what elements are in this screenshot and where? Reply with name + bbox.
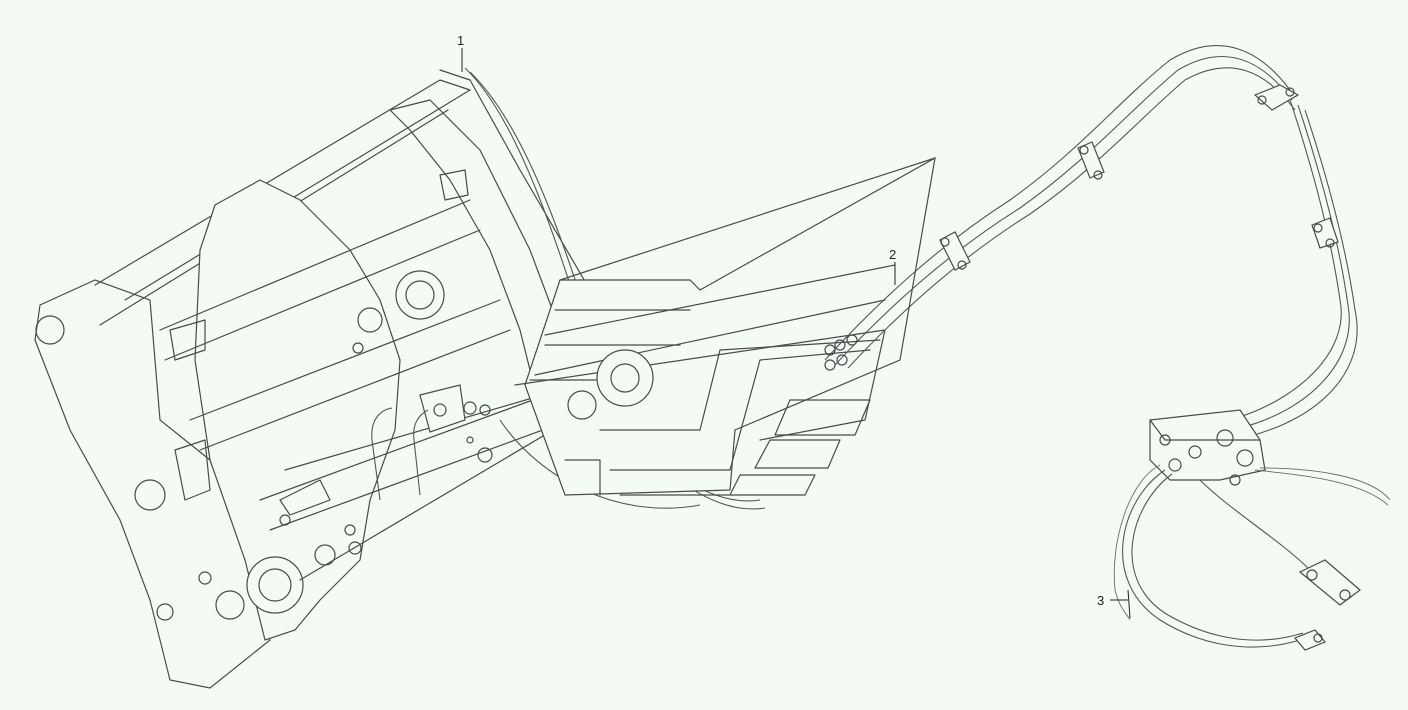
callout-2: 2 <box>889 247 896 285</box>
callout-3: 3 <box>1097 589 1131 619</box>
valve-block-assembly-3 <box>1113 99 1391 651</box>
quick-coupler-frame <box>34 67 766 689</box>
callout-label-2: 2 <box>889 247 896 262</box>
callout-label-1: 1 <box>457 33 464 48</box>
callout-1: 1 <box>457 33 464 72</box>
hose-assembly-2 <box>514 45 1300 496</box>
callout-label-3: 3 <box>1097 593 1104 608</box>
